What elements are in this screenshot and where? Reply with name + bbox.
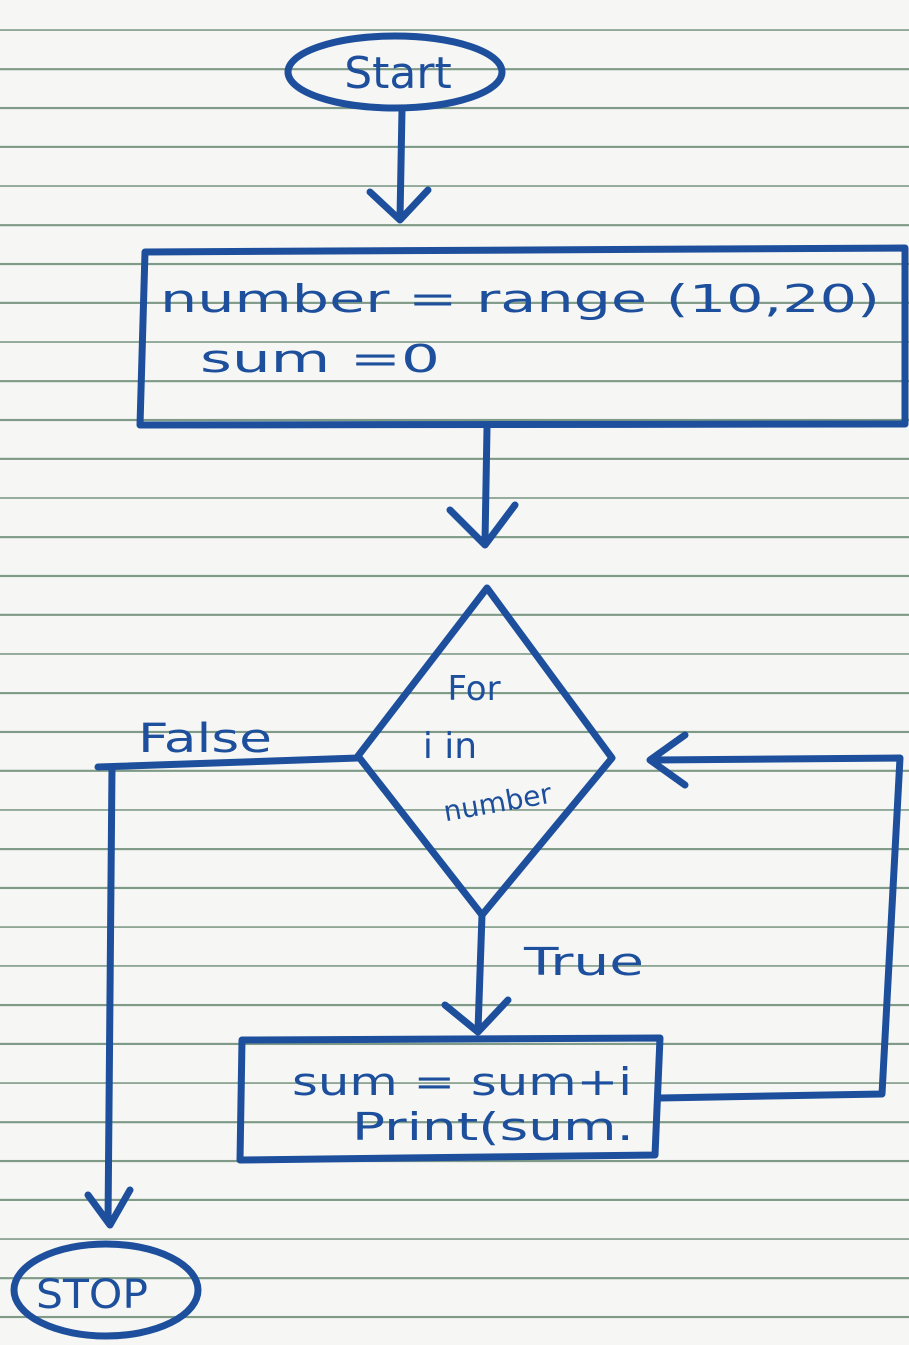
true-arrow-head (441, 996, 512, 1036)
false-label: False (138, 716, 272, 762)
start-terminal: Start (284, 32, 506, 112)
decision-line-3: number (441, 777, 555, 829)
decision-shape (354, 584, 616, 919)
decision-line-2: i in (423, 726, 477, 767)
init-line-2: sum =0 (200, 337, 440, 381)
false-branch: False (84, 716, 362, 1229)
arrow-init-to-decision (446, 424, 519, 549)
arrow-head (446, 501, 519, 549)
true-label: True (523, 940, 644, 984)
stop-label: STOP (36, 1272, 148, 1318)
arrow-shaft (481, 424, 491, 546)
arrow-shaft (396, 106, 406, 222)
arrow-start-to-init (366, 106, 432, 224)
loop-back-connector (646, 731, 904, 1102)
init-process-box: number = range (10,20) sum =0 (136, 244, 909, 429)
false-vertical-line (104, 763, 116, 1226)
true-vertical-line (474, 911, 486, 1034)
stop-terminal: STOP (10, 1240, 202, 1340)
init-line-1: number = range (10,20) (160, 277, 880, 321)
arrow-head (366, 186, 432, 224)
false-horizontal-line (94, 754, 362, 771)
stop-oval (10, 1240, 202, 1340)
process-line-2: Print(sum. (352, 1105, 634, 1149)
loop-process-rectangle (236, 1034, 664, 1164)
start-label: Start (344, 48, 452, 99)
loop-process-box: sum = sum+i Print(sum. (236, 1034, 664, 1164)
loop-back-line (651, 754, 904, 1102)
decision-line-1: For (447, 669, 500, 709)
process-line-1: sum = sum+i (292, 1060, 632, 1104)
decision-diamond: For i in number (354, 584, 616, 919)
init-rectangle (136, 244, 909, 429)
false-arrow-head (84, 1186, 134, 1229)
start-oval (284, 32, 506, 112)
true-branch: True (441, 911, 644, 1036)
loop-back-arrow-head (646, 731, 689, 789)
